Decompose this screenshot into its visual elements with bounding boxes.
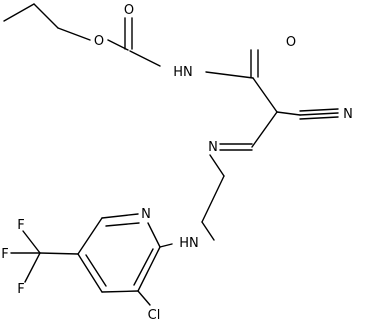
bond-cf3-flower xyxy=(24,252,41,283)
atom-cl: Cl xyxy=(148,308,161,323)
atom-f-lower: F xyxy=(17,282,24,297)
atom-labels: O O HN O N N N HN Cl F F F xyxy=(1,3,353,323)
bond-n-ethylene xyxy=(209,154,225,177)
atom-nh-amine: HN xyxy=(179,236,199,251)
bond-c5-cf3 xyxy=(39,252,79,255)
bond-nitrile-1 xyxy=(299,108,339,112)
bond-lines xyxy=(3,3,339,306)
bond-ring-c3-c2 xyxy=(137,246,161,292)
bond-nh-camide xyxy=(205,71,254,79)
bond-ethylene-2 xyxy=(201,221,215,241)
bond-ch2-oester xyxy=(57,27,91,41)
bond-ccarb-nh xyxy=(129,50,161,67)
atom-o-amide: O xyxy=(286,35,296,50)
bond-ch-vinyl xyxy=(251,111,278,148)
bond-ring-inner-1 xyxy=(105,222,140,227)
atom-n-imine: N xyxy=(208,140,218,155)
bond-c3-cl xyxy=(137,290,151,306)
atom-n-pyridine: N xyxy=(141,207,151,222)
bond-nitrile-3 xyxy=(299,116,339,120)
bond-ring-c4-c3 xyxy=(101,290,139,293)
bond-cf3-fupper xyxy=(22,230,41,254)
atom-n-nitrile: N xyxy=(343,107,353,122)
bond-ring-c6-c5 xyxy=(77,217,103,255)
bond-ring-inner-3 xyxy=(133,248,154,286)
bond-ring-inner-2 xyxy=(85,254,107,287)
bond-ch-cnitrile xyxy=(276,111,301,116)
bond-nh-c2 xyxy=(159,243,173,248)
bond-camide-ch xyxy=(252,77,278,113)
bond-ethyl-ch2 xyxy=(33,3,59,29)
atom-f-left: F xyxy=(1,247,8,262)
bond-ring-c2-n xyxy=(147,222,161,248)
atom-o-ester: O xyxy=(94,34,104,49)
bond-ethyl-ch3 xyxy=(3,3,35,22)
atom-nh-amide: HN xyxy=(173,65,193,80)
bond-ring-n-c6 xyxy=(101,213,139,219)
bond-nitrile-2 xyxy=(299,112,339,116)
atom-f-upper: F xyxy=(17,218,24,233)
atom-o-carbamate: O xyxy=(124,3,134,18)
bond-ethylene-1 xyxy=(201,175,225,223)
bond-ring-c5-c4 xyxy=(77,253,103,293)
